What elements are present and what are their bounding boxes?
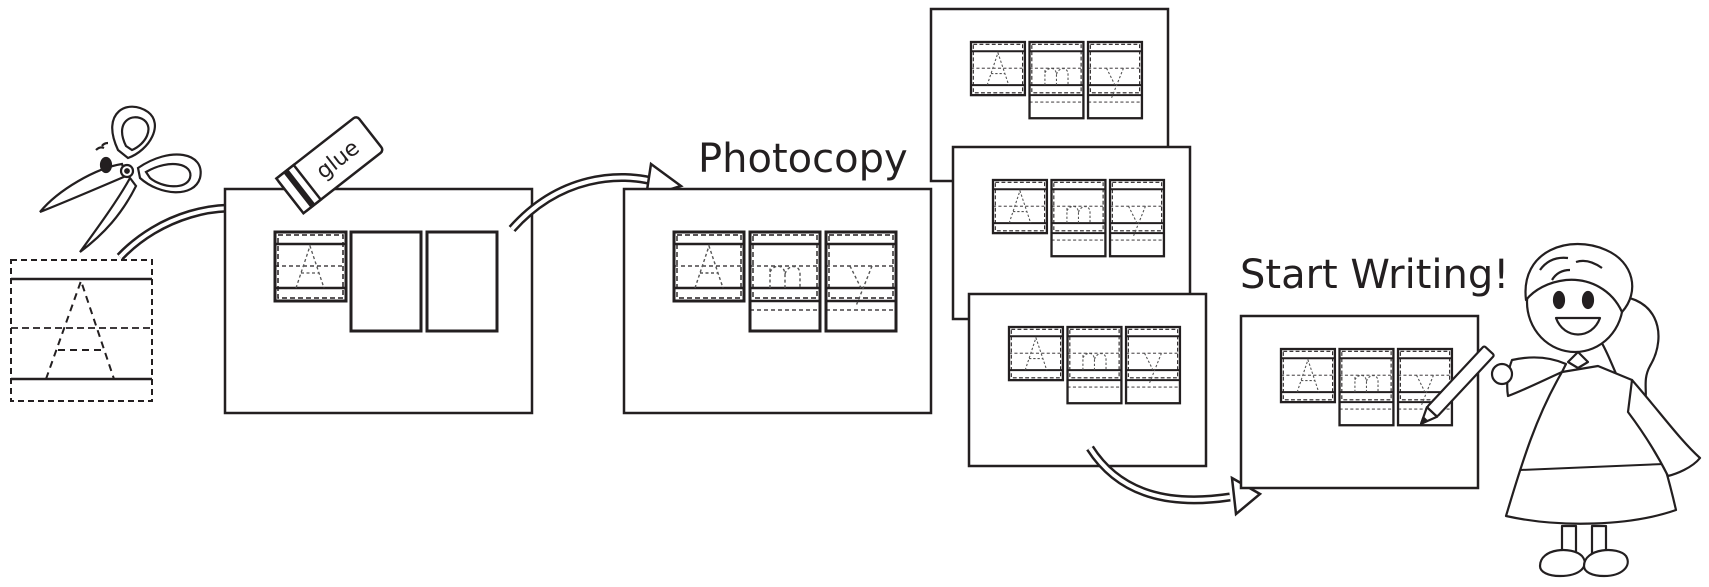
letter-tile: y xyxy=(1396,347,1454,427)
letter-tile: y xyxy=(1124,325,1182,405)
traceable-letter xyxy=(1024,336,1048,371)
traceable-letter xyxy=(1044,67,1069,86)
letter-tile: y xyxy=(1086,40,1144,120)
traceable-letter xyxy=(1144,352,1162,385)
name-tiles: Amy xyxy=(991,178,1166,258)
letter-tile: A xyxy=(991,178,1049,235)
letter-tile: A xyxy=(672,230,746,303)
traceable-letter xyxy=(1066,205,1091,224)
traceable-letter xyxy=(1128,205,1146,238)
traceable-letter xyxy=(1082,352,1107,371)
step-start-writing: Start Writing! Amy xyxy=(1239,242,1702,578)
letter-tile: m xyxy=(1066,325,1123,405)
letter-tile: A xyxy=(1279,347,1337,404)
glued-tile-a xyxy=(273,230,348,303)
letter-tile: A xyxy=(969,40,1027,97)
traceable-letter xyxy=(1106,67,1124,100)
traceable-letter xyxy=(1416,374,1434,407)
empty-slot xyxy=(425,230,499,333)
cut-letter-card xyxy=(10,259,153,402)
step-cut xyxy=(10,105,291,402)
traceable-letter xyxy=(694,243,724,289)
step-copies: Amy Amy Amy xyxy=(929,7,1263,517)
step-glue: glue xyxy=(223,116,684,415)
name-tiles: Amy xyxy=(969,40,1144,120)
name-tiles: Amy xyxy=(672,230,898,333)
letter-tile: m xyxy=(1050,178,1107,258)
photocopy-label: Photocopy xyxy=(698,136,908,182)
traceable-letter xyxy=(769,265,801,288)
scissors-icon xyxy=(39,105,202,253)
traceable-letter xyxy=(1296,358,1320,393)
step-photocopy: Photocopy Amy xyxy=(622,136,933,415)
letter-tile: m xyxy=(748,230,822,333)
letter-tile: m xyxy=(1338,347,1395,427)
letter-tile: y xyxy=(824,230,898,333)
glue-stick-icon: glue xyxy=(274,116,384,215)
letter-tile: A xyxy=(1007,325,1065,382)
traceable-letter xyxy=(1354,374,1379,393)
empty-slot xyxy=(349,230,423,333)
letter-tile: m xyxy=(1028,40,1085,120)
name-tiles: Amy xyxy=(1279,347,1454,427)
letter-tile: y xyxy=(1108,178,1166,258)
start-writing-label: Start Writing! xyxy=(1240,252,1509,298)
traceable-letter xyxy=(849,265,873,307)
name-tiles: Amy xyxy=(1007,325,1182,405)
girl-illustration xyxy=(1419,242,1702,578)
